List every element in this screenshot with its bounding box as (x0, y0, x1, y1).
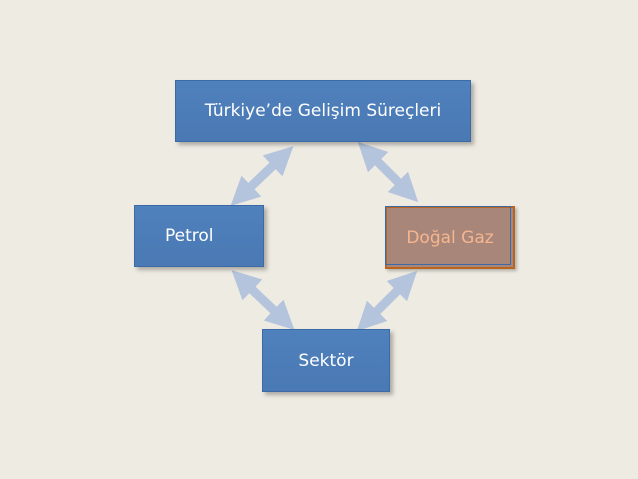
node-label-bottom: Sektör (298, 350, 354, 371)
node-petrol: Petrol (134, 205, 264, 267)
arrow-left-bottom (231, 270, 295, 330)
node-dogal-gaz[interactable]: Doğal Gaz (385, 206, 515, 269)
node-label-top: Türkiye’de Gelişim Süreçleri (204, 101, 442, 121)
node-gelisim-surecleri: Türkiye’de Gelişim Süreçleri (175, 80, 471, 142)
arrow-top-left (230, 146, 294, 206)
node-sektor: Sektör (262, 329, 390, 392)
arrow-right-bottom (356, 270, 418, 332)
arrow-top-right (357, 141, 419, 203)
node-label-right: Doğal Gaz (406, 227, 494, 248)
node-label-left: Petrol (165, 226, 214, 246)
